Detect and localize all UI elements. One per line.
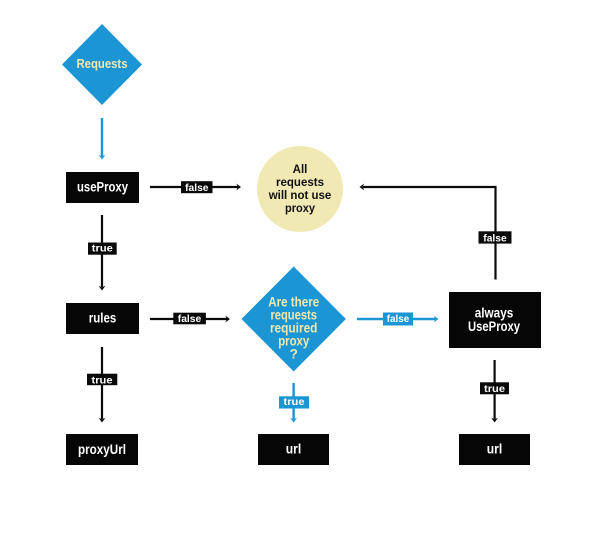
svg-text:will not use: will not use xyxy=(268,190,332,202)
svg-text:true: true xyxy=(92,375,113,386)
svg-text:false: false xyxy=(387,314,410,325)
svg-text:true: true xyxy=(92,244,113,255)
svg-text:false: false xyxy=(178,314,202,325)
svg-text:requests: requests xyxy=(270,308,317,323)
svg-text:required: required xyxy=(270,321,318,336)
svg-text:rules: rules xyxy=(89,310,117,325)
svg-text:false: false xyxy=(185,183,209,194)
svg-text:?: ? xyxy=(290,346,298,361)
svg-text:All: All xyxy=(293,164,308,176)
svg-text:UseProxy: UseProxy xyxy=(468,319,520,334)
svg-text:Requests: Requests xyxy=(77,56,128,71)
svg-text:true: true xyxy=(484,384,505,395)
svg-text:useProxy: useProxy xyxy=(77,180,128,195)
svg-text:always: always xyxy=(475,306,514,321)
svg-text:proxyUrl: proxyUrl xyxy=(78,442,126,457)
svg-text:url: url xyxy=(487,442,503,457)
svg-text:proxy: proxy xyxy=(285,203,316,215)
svg-text:proxy: proxy xyxy=(278,333,309,348)
svg-text:requests: requests xyxy=(276,177,324,189)
svg-text:url: url xyxy=(286,442,302,457)
svg-text:false: false xyxy=(483,233,507,244)
svg-text:true: true xyxy=(284,397,305,408)
svg-text:Are there: Are there xyxy=(268,295,319,310)
